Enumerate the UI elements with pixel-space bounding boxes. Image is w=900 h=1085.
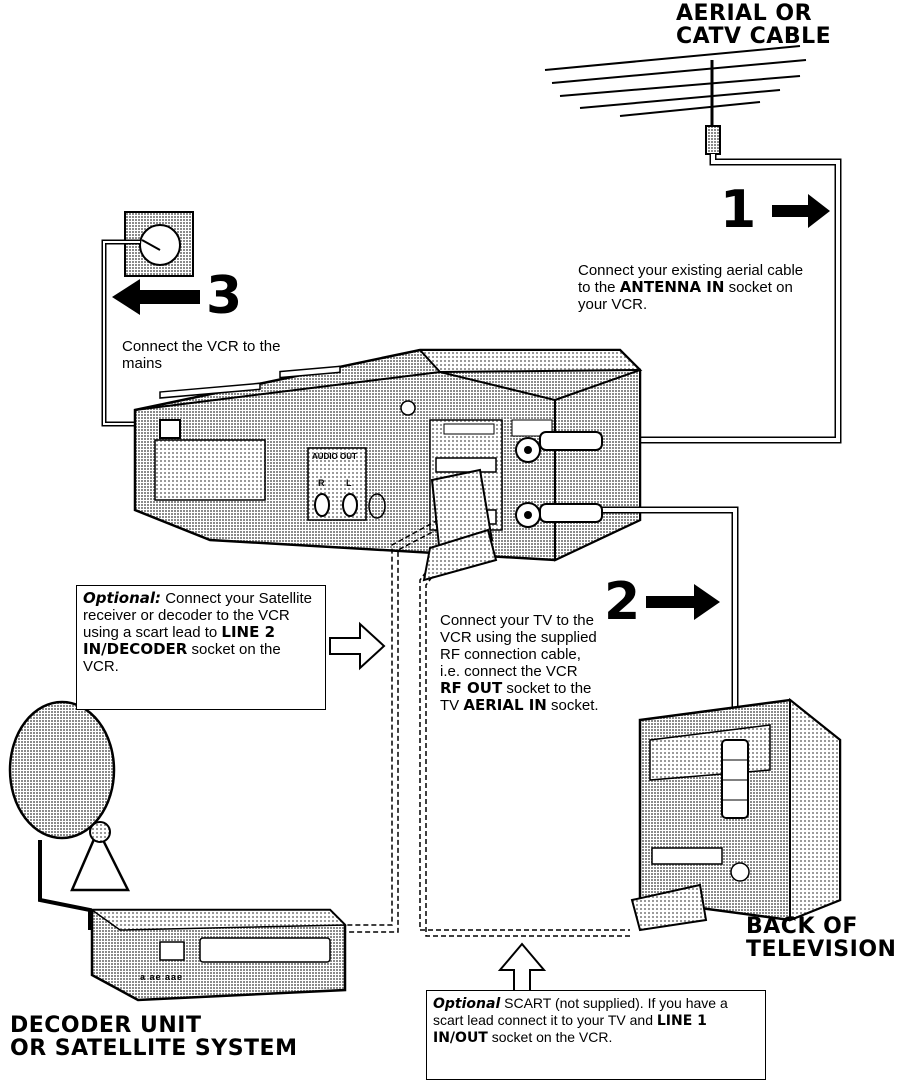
arrow-right-icon	[772, 194, 830, 228]
hollow-arrow-right-icon	[329, 621, 386, 671]
step-1-text: Connect your existing aerial cable to th…	[578, 262, 804, 313]
vcr-audio-l-label: L	[346, 478, 352, 488]
optional-decoder-box: Optional: Connect your Satellite receive…	[76, 585, 326, 710]
satellite-dish-icon	[8, 700, 131, 930]
scart-lead-decoder	[340, 519, 447, 933]
step-3-text: Connect the VCR to the mains	[122, 338, 281, 372]
optional-scart-box: Optional SCART (not supplied). If you ha…	[426, 990, 766, 1080]
back-of-television-label: BACK OF TELEVISION	[746, 915, 896, 961]
back-of-television-label-line: BACK OF	[746, 914, 858, 939]
scart-lead-tv	[419, 539, 630, 937]
antenna-plug	[539, 431, 603, 451]
decoder-unit-label-line: DECODER UNIT	[10, 1013, 202, 1038]
vcr-audio-out-label: AUDIO OUT	[312, 452, 357, 461]
aerial-label-line: AERIAL OR	[676, 1, 813, 26]
arrow-right-icon	[646, 584, 720, 620]
vcr-audio-r-label: R	[318, 478, 325, 488]
hollow-arrow-up-icon	[497, 942, 547, 993]
aerial-label-line: CATV CABLE	[676, 24, 832, 49]
mains-socket-icon	[124, 211, 194, 277]
decoder-unit-icon	[89, 908, 347, 1002]
back-of-television-label-line: TELEVISION	[746, 937, 897, 962]
aerial-antenna-icon	[544, 45, 807, 155]
step-3-number: 3	[206, 266, 243, 326]
arrow-left-icon	[112, 279, 200, 315]
vcr-unit	[133, 348, 643, 562]
aerial-label: AERIAL OR CATV CABLE	[676, 2, 831, 48]
television-back-icon	[630, 697, 842, 932]
step-2-number: 2	[604, 572, 641, 632]
decoder-unit-label-line: OR SATELLITE SYSTEM	[10, 1036, 298, 1061]
decoder-unit-label: DECODER UNIT OR SATELLITE SYSTEM	[10, 1014, 297, 1060]
step-2-text: Connect your TV to the VCR using the sup…	[440, 612, 599, 714]
decoder-button-row: a ae aae	[140, 972, 184, 982]
step-1-number: 1	[720, 180, 757, 240]
